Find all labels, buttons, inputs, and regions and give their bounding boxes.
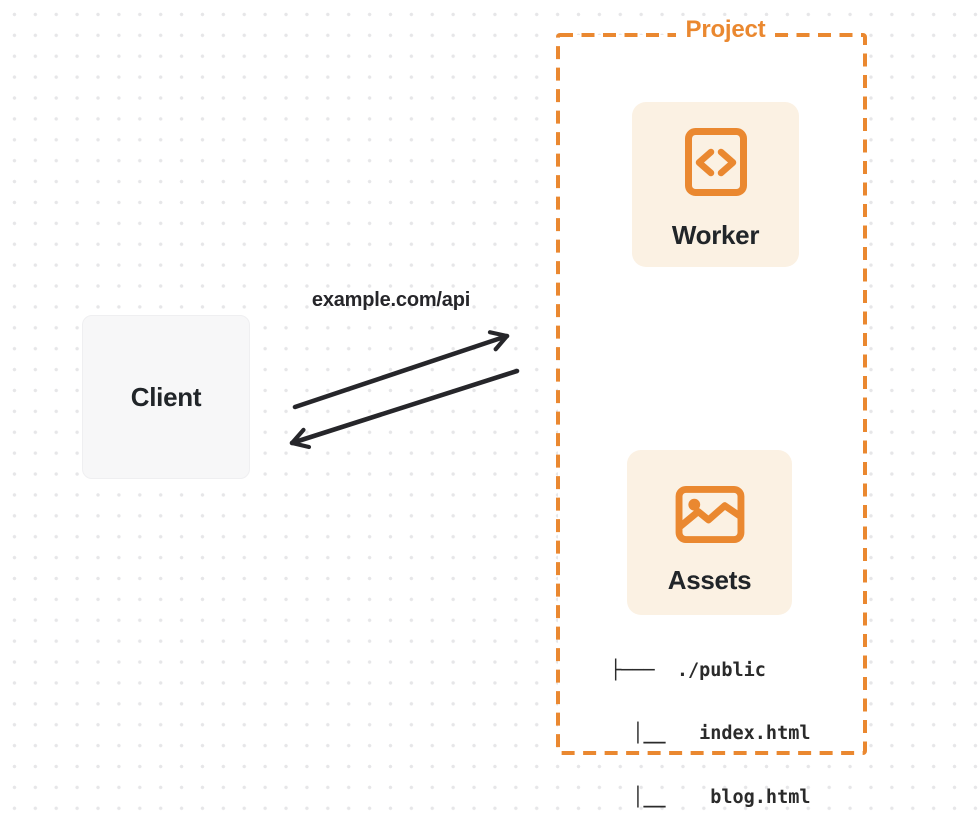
request-url-label: example.com/api	[311, 289, 471, 311]
code-icon	[684, 128, 747, 196]
assets-node: Assets	[627, 450, 792, 615]
tree-file-line: │__ index.html	[610, 723, 811, 745]
client-node: Client	[82, 315, 250, 479]
request-arrow	[292, 330, 510, 410]
project-label: Project	[675, 16, 776, 44]
image-icon	[675, 486, 744, 543]
worker-node: Worker	[632, 102, 799, 267]
tree-file-line: │__ blog.html	[610, 787, 811, 809]
response-arrow	[289, 368, 520, 450]
assets-file-tree: ├─── ./public │__ index.html │__ blog.ht…	[610, 617, 810, 818]
request-response-arrows	[289, 330, 520, 450]
worker-label: Worker	[671, 220, 760, 250]
assets-label: Assets	[667, 565, 752, 595]
client-label: Client	[130, 381, 202, 412]
tree-root-line: ├─── ./public	[610, 659, 766, 681]
project-boundary: Project Worker Assets ├─── ./public │__ …	[556, 16, 867, 808]
